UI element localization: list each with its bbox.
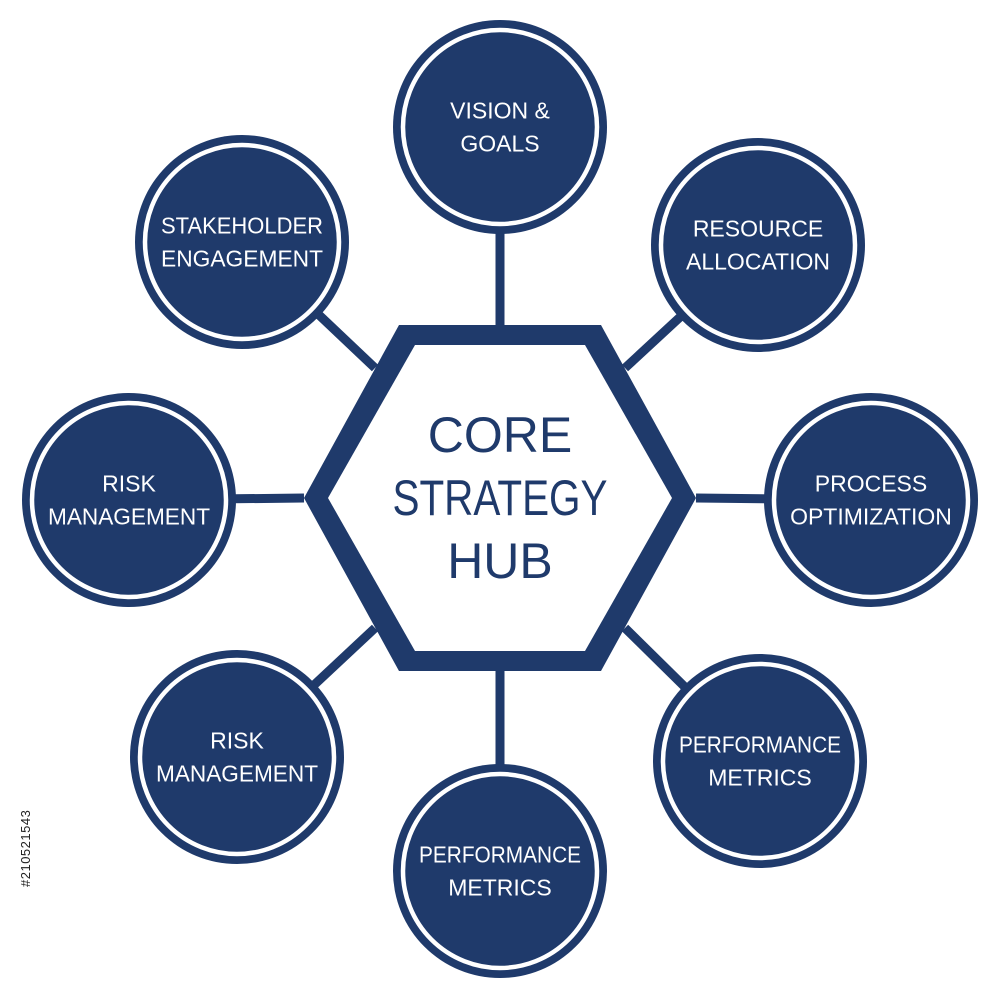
- node-performance-metrics-right: PERFORMANCE METRICS: [653, 654, 867, 868]
- node-label-line: MANAGEMENT: [48, 504, 210, 530]
- node-ring: [660, 661, 860, 861]
- node-circle: [393, 764, 607, 978]
- node-circle: [651, 138, 865, 352]
- node-circle: [764, 393, 978, 607]
- node-performance-metrics-bottom: PERFORMANCE METRICS: [393, 764, 607, 978]
- node-label-line: MANAGEMENT: [156, 761, 318, 787]
- node-label-line: METRICS: [708, 765, 812, 791]
- node-label-line: STAKEHOLDER: [161, 213, 323, 239]
- node-circle: [393, 20, 607, 234]
- node-stakeholder-engagement: STAKEHOLDER ENGAGEMENT: [135, 135, 349, 349]
- node-label-line: PROCESS: [815, 471, 927, 497]
- node-circle: [22, 393, 236, 607]
- core-hub: CORE STRATEGY HUB: [304, 325, 696, 671]
- hub-title-line: STRATEGY: [393, 470, 608, 526]
- node-label-line: ENGAGEMENT: [161, 246, 323, 272]
- node-vision-goals: VISION & GOALS: [393, 20, 607, 234]
- hub-title-line: CORE: [428, 407, 572, 463]
- node-label-line: VISION &: [450, 98, 550, 124]
- node-label-line: PERFORMANCE: [419, 842, 581, 868]
- hub-hexagon-fill: [328, 345, 672, 651]
- node-label-line: ALLOCATION: [686, 249, 830, 275]
- node-ring: [142, 142, 342, 342]
- node-label-line: RISK: [210, 728, 264, 754]
- node-label-line: RISK: [102, 471, 156, 497]
- node-risk-management-left: RISK MANAGEMENT: [22, 393, 236, 607]
- node-label-line: OPTIMIZATION: [790, 504, 952, 530]
- node-ring: [771, 400, 971, 600]
- node-process-optimization: PROCESS OPTIMIZATION: [764, 393, 978, 607]
- node-label-line: RESOURCE: [693, 216, 823, 242]
- node-ring: [658, 145, 858, 345]
- node-resource-allocation: RESOURCE ALLOCATION: [651, 138, 865, 352]
- stock-image-id: #210521543: [18, 809, 33, 887]
- node-circle: [653, 654, 867, 868]
- node-ring: [400, 771, 600, 971]
- hub-title-line: HUB: [447, 533, 553, 589]
- node-ring: [29, 400, 229, 600]
- node-circle: [135, 135, 349, 349]
- hub-title: CORE STRATEGY HUB: [393, 407, 608, 589]
- node-ring: [400, 27, 600, 227]
- node-label-line: GOALS: [460, 131, 539, 157]
- node-ring: [137, 657, 337, 857]
- node-label-line: METRICS: [448, 875, 552, 901]
- node-label-line: PERFORMANCE: [679, 732, 841, 758]
- node-circle: [130, 650, 344, 864]
- node-group: VISION & GOALS RESOURCE ALLOCATION PROCESS OP…: [22, 20, 978, 978]
- node-risk-management-lower: RISK MANAGEMENT: [130, 650, 344, 864]
